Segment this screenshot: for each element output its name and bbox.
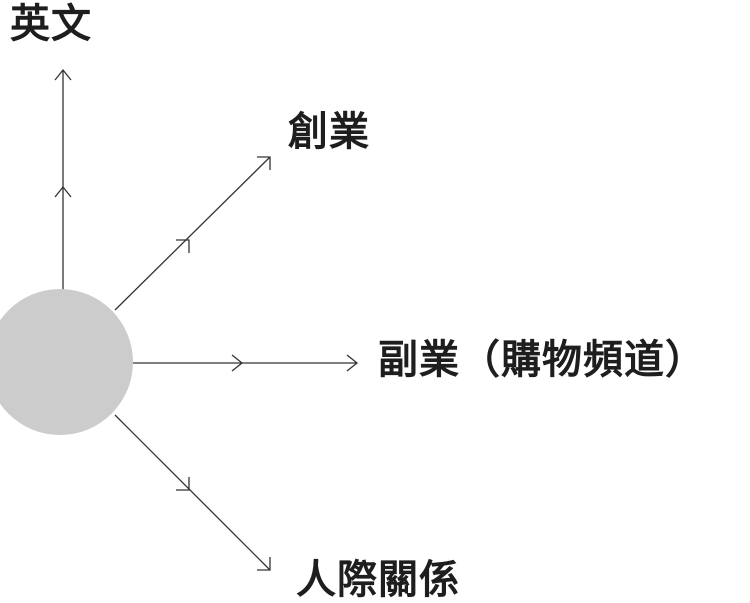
mid-arrow-english [54, 185, 72, 198]
branch-label-relations: 人際關係 [296, 557, 460, 603]
arrowhead-startup [257, 156, 271, 170]
branch-label-startup: 創業 [288, 109, 370, 155]
branch-line-startup [114, 156, 271, 311]
mid-arrow-relations [176, 477, 190, 491]
mid-arrow-sidejob [231, 354, 244, 372]
branch-label-english: 英文 [10, 1, 92, 47]
branch-label-side-job: 副業（購物頻道） [378, 337, 706, 383]
hub-circle [0, 289, 133, 435]
arrowhead-relations [257, 557, 271, 571]
arrowhead-english [54, 68, 72, 81]
arrowhead-sidejob [346, 354, 359, 372]
mid-arrow-startup [176, 239, 190, 253]
branch-line-relations [114, 414, 271, 571]
